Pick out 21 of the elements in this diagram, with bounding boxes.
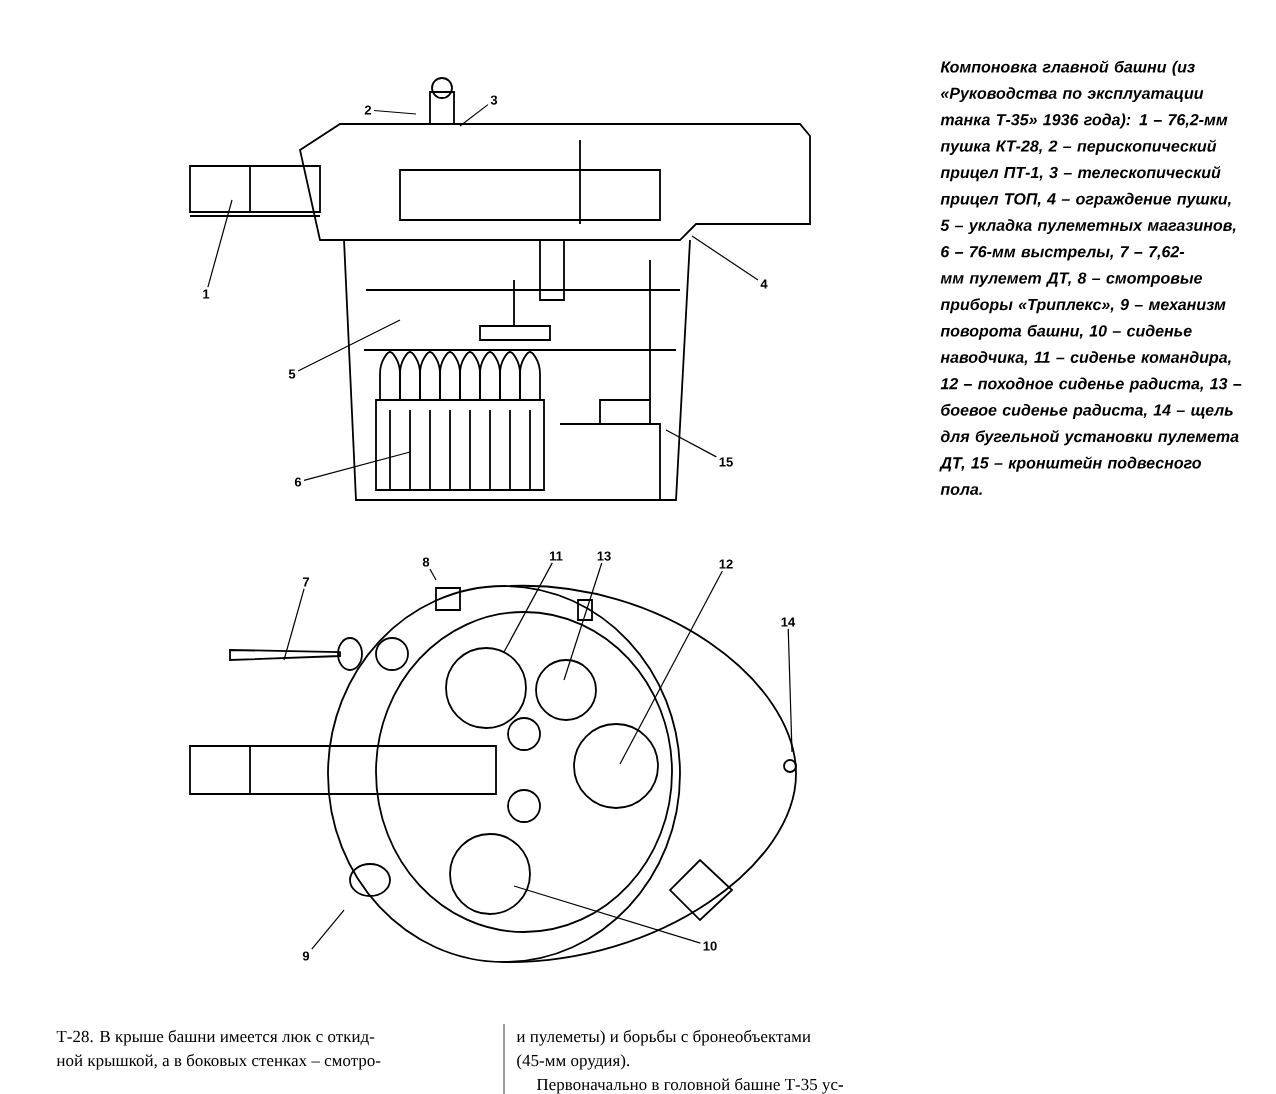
leader-line <box>665 429 717 458</box>
leader-line <box>311 909 345 950</box>
body-text: (45-мм орудия). <box>517 1054 630 1070</box>
leader-line <box>303 451 411 481</box>
body-text: Первоначально в головной башне Т-35 ус- <box>536 1077 844 1094</box>
body-text: Т-28. В крыше башни имеется люк с откид- <box>56 1029 375 1046</box>
leader-line <box>373 109 417 115</box>
leader-line <box>459 104 489 127</box>
body-text: ной крышкой, а в боковых стенках – смотро- <box>56 1053 381 1070</box>
leader-line <box>429 568 437 581</box>
leader-line <box>563 562 603 681</box>
leader-line <box>691 235 759 281</box>
leader-line <box>503 562 553 653</box>
leader-line <box>297 319 401 372</box>
caption: Компоновка главной башни (из «Руководства по эксплуатации танка Т-35» 1936 года): 1 – 76,2-мм пушка КТ-28, 2 – перископический прицел ПТ-1, 3 – телескопический прицел ТОП, 4 – ограждение пушки, 5 – укладка пулеметных магазинов, 6 – 76-мм выстрелы, 7 – 7,62-мм пулемет ДТ, 8 – смотровые приборы «Триплекс», 9 – механизм поворота башни, 10 – сиденье наводчика, 11 – сиденье командира, 12 – походное сиденье радиста, 13 – боевое сиденье радиста, 14 – щель для бугельной установки пулемета ДТ, 15 – кронштейн подвесного пола. <box>939 60 1242 495</box>
leader-line <box>787 628 793 753</box>
body-text: и пулеметы) и борьбы с бронеобъектами <box>516 1029 811 1046</box>
leader-line <box>207 199 233 288</box>
leader-line <box>619 570 723 765</box>
leader-line <box>513 885 701 944</box>
leader-line <box>283 588 305 661</box>
